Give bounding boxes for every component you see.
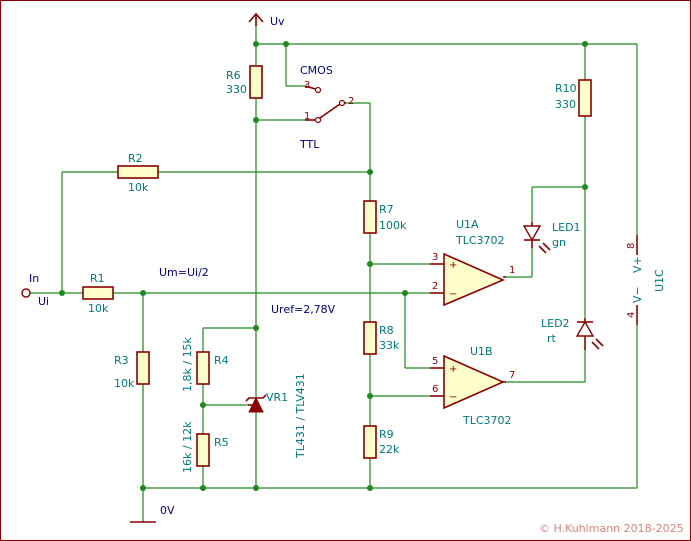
switch-cmos-label: CMOS: [300, 64, 333, 77]
svg-text:+: +: [449, 260, 457, 271]
r6-ref: R6: [226, 69, 241, 82]
r4-resistor: [196, 351, 210, 385]
r2-value: 10k: [128, 181, 149, 194]
r1-ref: R1: [90, 272, 105, 285]
switch-icon: [304, 85, 346, 124]
r1-resistor: [82, 286, 114, 300]
um-net-label: Um=Ui/2: [159, 266, 209, 279]
switch-pin2-label: 2: [348, 96, 354, 107]
r7-ref: R7: [379, 203, 394, 216]
u1b-ref: U1B: [470, 345, 493, 358]
r2-resistor: [117, 165, 159, 179]
r5-value: 16k / 12k: [181, 421, 194, 473]
u1c-ref: U1C: [653, 269, 666, 292]
led1-value: gn: [552, 236, 566, 249]
r5-resistor: [196, 433, 210, 467]
r7-value: 100k: [379, 219, 407, 232]
r4-ref: R4: [214, 354, 229, 367]
r10-resistor: [578, 79, 592, 117]
r6-value: 330: [226, 83, 247, 96]
shunt-regulator-icon: [245, 394, 267, 413]
r8-value: 33k: [379, 339, 400, 352]
r3-resistor: [136, 351, 150, 385]
u1b-pin-out: 7: [509, 370, 515, 381]
r5-ref: R5: [214, 436, 229, 449]
u1b-pin-plus: 5: [432, 356, 438, 367]
vr1-value: TL431 / TLV431: [294, 373, 307, 459]
wires: [30, 20, 638, 522]
u1c-pin-vplus: 8: [626, 243, 637, 249]
r2-ref: R2: [128, 152, 143, 165]
u1c-vminus-label: V−: [631, 286, 644, 303]
r7-resistor: [363, 200, 377, 234]
junction-dots: [59, 41, 588, 491]
copyright-text: © H.Kuhlmann 2018-2025: [539, 522, 684, 535]
svg-text:+: +: [449, 364, 457, 375]
r9-value: 22k: [379, 443, 400, 456]
u1a-pin-minus: 2: [432, 281, 438, 292]
input-net-label: Ui: [38, 295, 49, 308]
led2-value: rt: [547, 332, 557, 345]
r8-ref: R8: [379, 324, 394, 337]
r4-value: 1,8k / 15k: [181, 336, 194, 392]
r10-ref: R10: [555, 82, 577, 95]
led2-icon: [575, 318, 604, 350]
led1-icon: [522, 222, 551, 254]
u1c-pin-vminus: 4: [626, 312, 637, 318]
led1-ref: LED1: [552, 221, 581, 234]
switch-pin3-label: 3: [304, 80, 310, 91]
u1a-pin-out: 1: [509, 265, 515, 276]
input-terminal-icon: [21, 288, 31, 298]
input-label: In: [29, 272, 39, 285]
switch-ttl-label: TTL: [299, 138, 320, 151]
r10-value: 330: [555, 98, 576, 111]
u1c-vplus-label: V+: [631, 256, 644, 273]
svg-text:−: −: [449, 392, 457, 403]
u1b-pin-minus: 6: [432, 384, 438, 395]
switch-pin1-label: 1: [304, 111, 310, 122]
supply-arrow-icon: [248, 12, 264, 26]
u1a-value: TLC3702: [455, 234, 505, 247]
supply-label: Uv: [270, 15, 285, 28]
r9-resistor: [363, 425, 377, 459]
r1-value: 10k: [88, 302, 109, 315]
vr1-ref: VR1: [266, 391, 288, 404]
u1a-ref: U1A: [456, 218, 479, 231]
r8-resistor: [363, 321, 377, 355]
ground-label: 0V: [160, 504, 175, 517]
r3-ref: R3: [114, 354, 129, 367]
opamp-u1a-icon: + −: [430, 252, 506, 307]
r6-resistor: [249, 65, 263, 99]
r3-value: 10k: [114, 377, 135, 390]
u1a-pin-plus: 3: [432, 252, 438, 263]
opamp-u1b-icon: + −: [430, 354, 506, 410]
r9-ref: R9: [379, 428, 394, 441]
svg-text:−: −: [449, 289, 457, 300]
u1b-value: TLC3702: [462, 414, 512, 427]
uref-net-label: Uref=2,78V: [271, 303, 336, 316]
led2-ref: LED2: [541, 317, 570, 330]
